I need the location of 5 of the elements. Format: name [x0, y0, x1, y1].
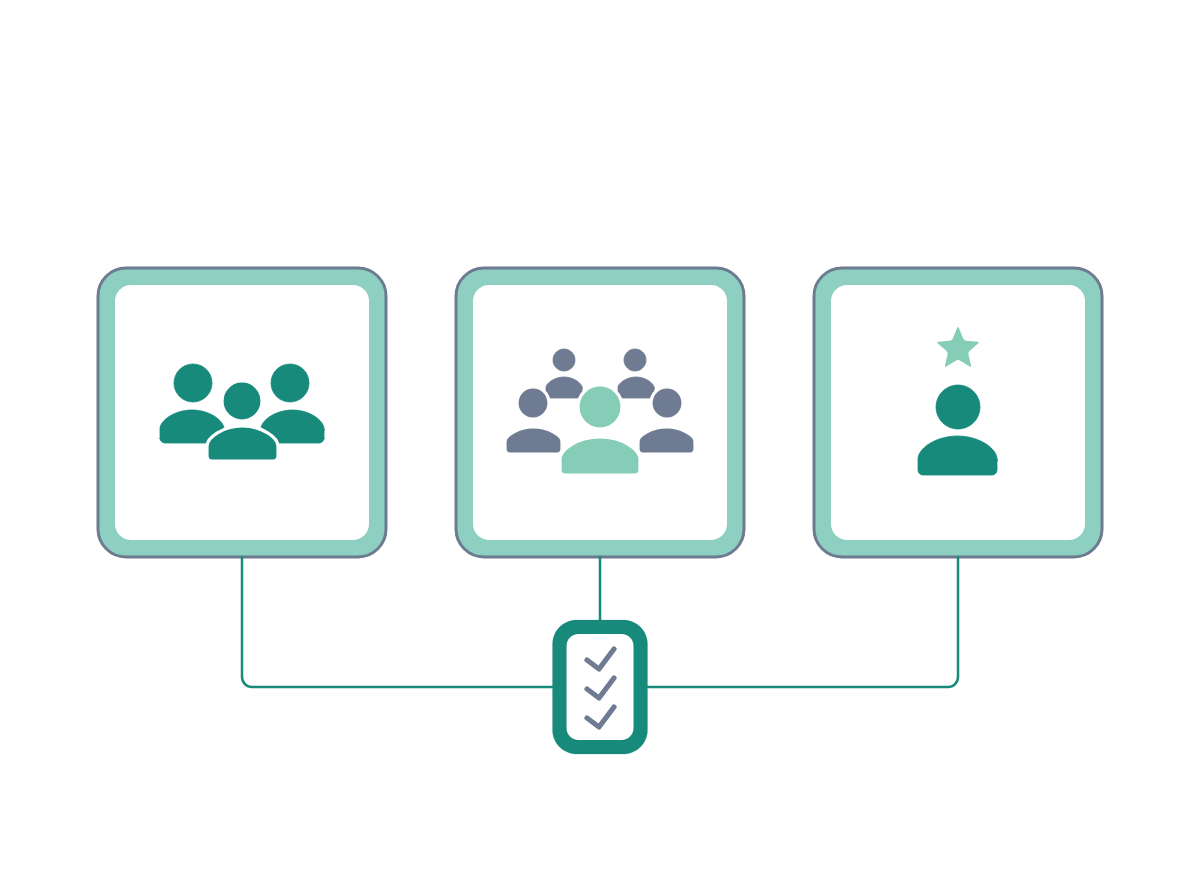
connector-line [646, 555, 960, 689]
icon-card [812, 266, 1104, 559]
connector-line [598, 555, 602, 622]
checklist-card [552, 619, 648, 755]
connector-line [240, 555, 554, 689]
